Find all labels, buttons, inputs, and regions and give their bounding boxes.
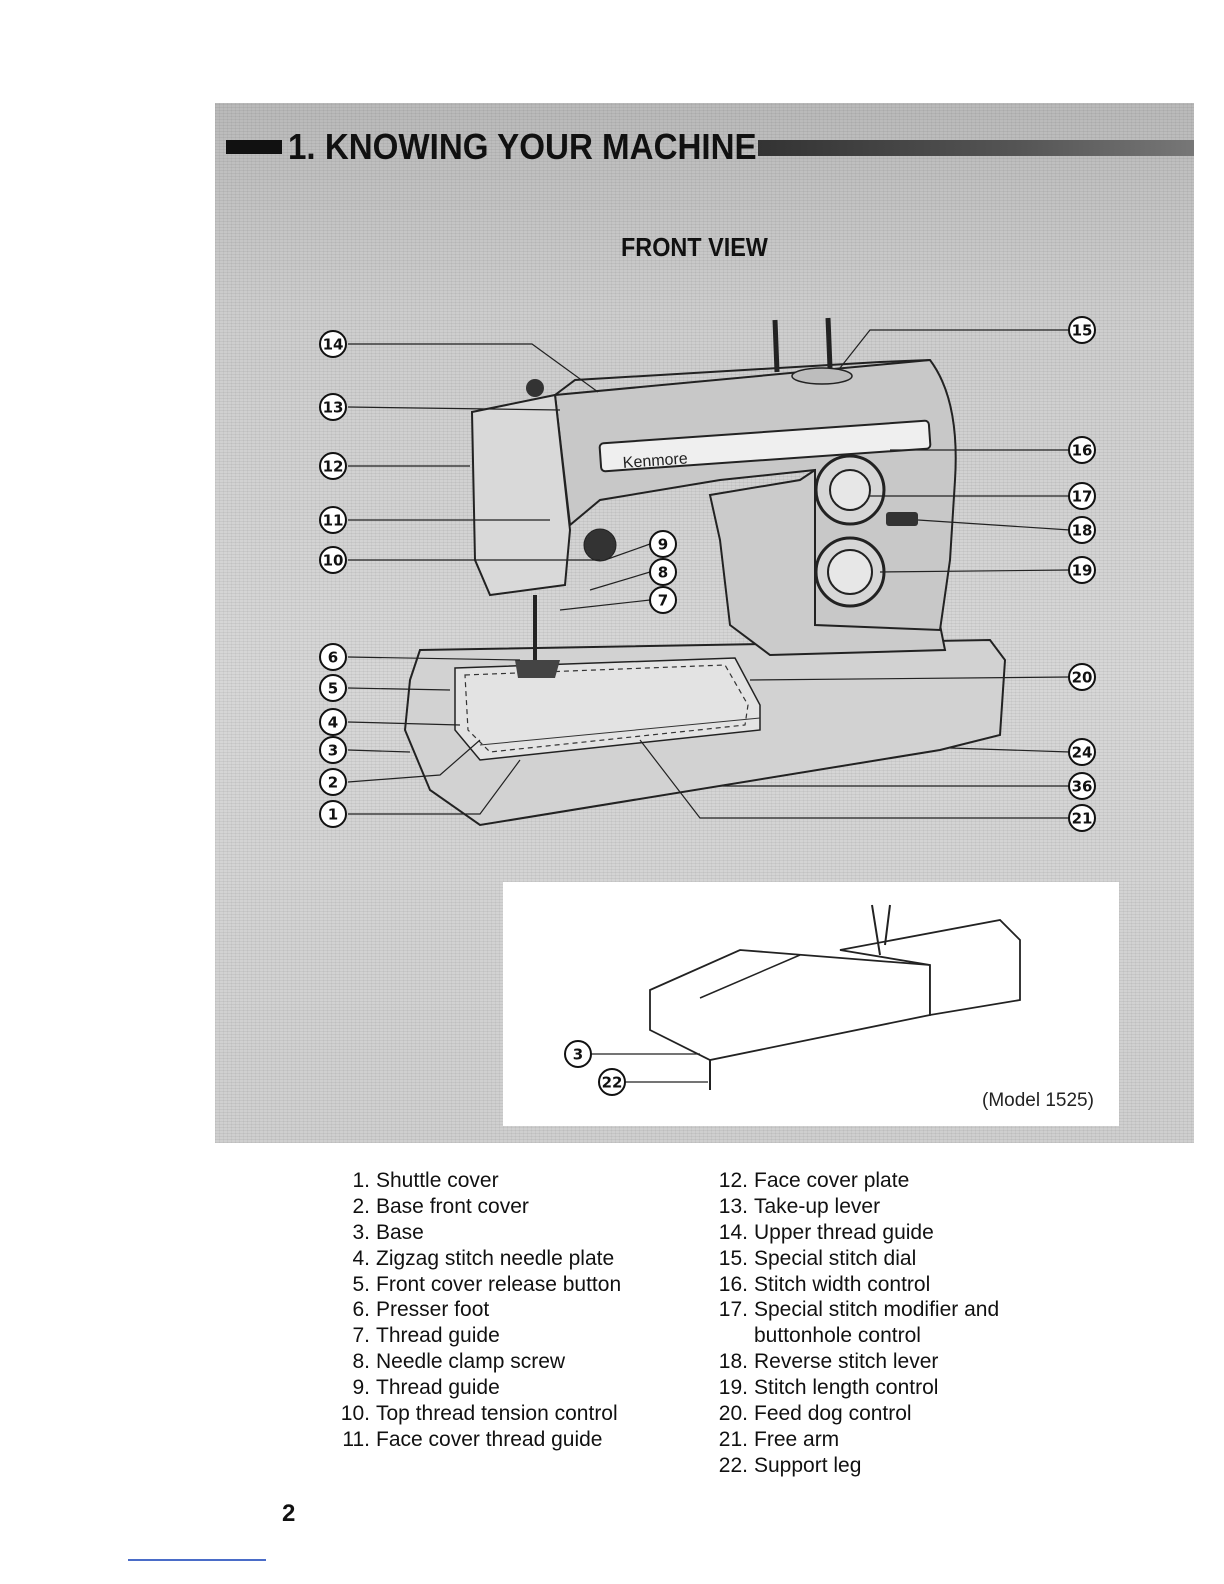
callout-1: 1: [319, 800, 347, 828]
svg-text:8: 8: [658, 564, 668, 582]
callout-14: 14: [319, 330, 347, 358]
svg-text:16: 16: [1072, 442, 1093, 460]
svg-text:21: 21: [1072, 810, 1093, 828]
tension-dial: [583, 528, 617, 562]
title-banner: 1. KNOWING YOUR MACHINE: [226, 126, 1194, 168]
face-cover: [470, 393, 572, 597]
callout-12: 12: [319, 452, 347, 480]
callout-19: 19: [1068, 556, 1096, 584]
presser-foot: [515, 660, 560, 678]
inset-needle: [871, 904, 891, 956]
inset-extension-table: [649, 949, 931, 1061]
svg-text:7: 7: [658, 592, 668, 610]
callout-16: 16: [1068, 436, 1096, 464]
model-note: (Model 1525): [982, 1090, 1094, 1111]
svg-text:6: 6: [328, 649, 338, 667]
spool-pin-right: [825, 317, 833, 369]
callout-9: 9: [649, 530, 677, 558]
handwheel-knob: [526, 379, 544, 397]
svg-text:11: 11: [323, 512, 344, 530]
svg-text:9: 9: [658, 536, 668, 554]
svg-text:15: 15: [1072, 322, 1093, 340]
callout-8: 8: [649, 558, 677, 586]
footer-rule: [128, 1559, 266, 1561]
callout-21: 21: [1068, 804, 1096, 832]
svg-text:12: 12: [323, 458, 344, 476]
callout-inset-22: 22: [598, 1068, 626, 1096]
svg-text:5: 5: [328, 680, 338, 698]
base-line: [479, 717, 761, 746]
title-bar-right: [758, 140, 1194, 156]
spool-pin-left: [772, 319, 780, 373]
svg-text:14: 14: [323, 336, 344, 354]
svg-text:1: 1: [328, 806, 338, 824]
stitch-length-knob: [827, 549, 873, 595]
callout-13: 13: [319, 393, 347, 421]
machine-top: [554, 359, 931, 396]
svg-text:17: 17: [1072, 488, 1093, 506]
svg-text:13: 13: [323, 399, 344, 417]
free-arm-outline: [464, 664, 749, 753]
svg-text:36: 36: [1072, 778, 1093, 796]
svg-text:2: 2: [328, 774, 338, 792]
brand-panel: [598, 419, 932, 473]
svg-text:19: 19: [1072, 562, 1093, 580]
page-title: 1. KNOWING YOUR MACHINE: [288, 126, 757, 167]
inset-slot: [699, 954, 801, 999]
stitch-modifier-knob: [829, 469, 871, 511]
svg-text:22: 22: [602, 1074, 623, 1092]
callout-inset-3: 3: [564, 1040, 592, 1068]
svg-text:24: 24: [1072, 744, 1093, 762]
callout-10: 10: [319, 546, 347, 574]
callout-17: 17: [1068, 482, 1096, 510]
callout-7: 7: [649, 586, 677, 614]
callout-11: 11: [319, 506, 347, 534]
free-arm: [454, 657, 761, 761]
callout-5: 5: [319, 674, 347, 702]
title-bar-left: [226, 140, 282, 154]
svg-text:3: 3: [328, 742, 338, 760]
callout-2: 2: [319, 768, 347, 796]
callout-6: 6: [319, 643, 347, 671]
leader-lines: [347, 329, 1071, 1083]
machine-column: [708, 468, 947, 657]
svg-text:18: 18: [1072, 522, 1093, 540]
svg-text:4: 4: [328, 714, 338, 732]
reverse-stitch-lever: [886, 512, 918, 526]
callout-24: 24: [1068, 738, 1096, 766]
page-number: 2: [282, 1500, 296, 1527]
section-title: FRONT VIEW: [621, 232, 768, 262]
callout-36: 36: [1068, 772, 1096, 800]
callout-15: 15: [1068, 316, 1096, 344]
callout-3: 3: [319, 736, 347, 764]
special-stitch-dial: [791, 367, 853, 385]
svg-text:20: 20: [1072, 669, 1093, 687]
svg-text:3: 3: [573, 1046, 583, 1064]
callout-18: 18: [1068, 516, 1096, 544]
brand-label: Kenmore: [622, 450, 688, 471]
svg-text:10: 10: [323, 552, 344, 570]
callout-20: 20: [1068, 663, 1096, 691]
callout-4: 4: [319, 708, 347, 736]
